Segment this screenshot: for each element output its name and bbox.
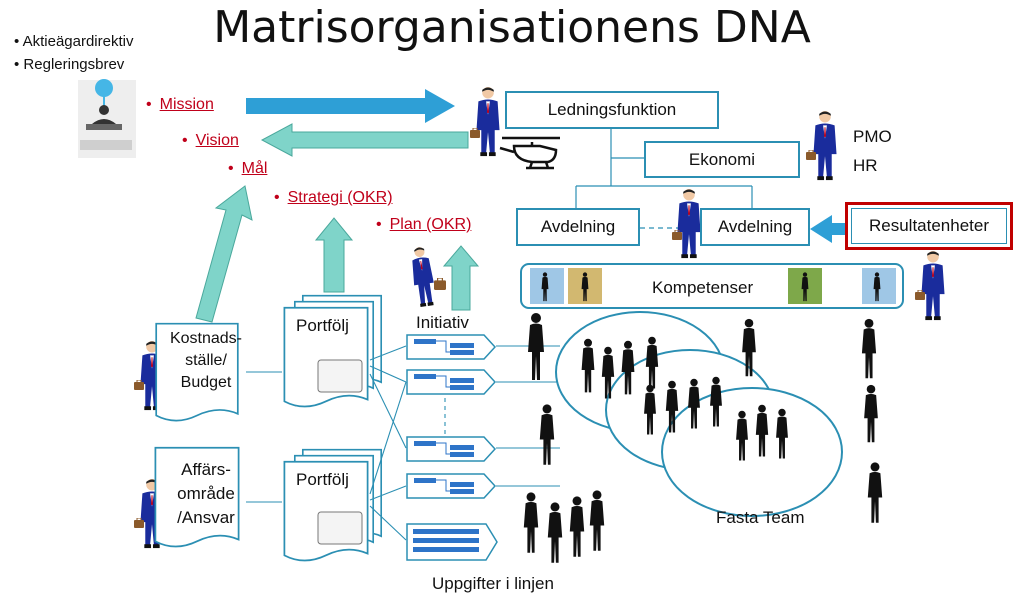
running-person-icon: [408, 245, 446, 308]
kostnad-line-2: ställe/: [185, 352, 227, 369]
portfolj-doc-stack-2: [283, 448, 383, 562]
team-ellipses: [555, 311, 843, 517]
top-bullet-1: • Aktieägardirektiv: [14, 33, 133, 50]
top-bullet-2-label: Regleringsbrev: [23, 56, 125, 73]
pmo-label: PMO: [853, 127, 892, 146]
box-ekonomi: Ekonomi: [644, 141, 800, 178]
worker-photo-icon: [530, 268, 896, 304]
box-resultatenheter: Resultatenheter: [845, 202, 1013, 250]
strategy-item-strategi: •Strategi (OKR): [274, 189, 393, 206]
affar-line-2: område: [177, 484, 235, 503]
initiative-flow-1: [406, 334, 496, 360]
resultat-person-icon: [915, 250, 945, 321]
resultat-inner: Resultatenheter: [851, 208, 1007, 244]
initiative-flow-2: [406, 369, 496, 395]
top-bullet-2: • Regleringsbrev: [14, 56, 124, 73]
portfolj-label-1: Portfölj: [296, 316, 349, 335]
avdelning-person-icon: [672, 188, 701, 259]
speaker-podium-icon: [78, 79, 136, 158]
pmo-person-icon: [806, 110, 837, 181]
box-avdelning-left: Avdelning: [516, 208, 640, 246]
kostnad-label: Kostnads- ställe/ Budget: [168, 328, 244, 394]
portfolj-doc-stack-1: [283, 294, 383, 408]
initiative-flow-4: [406, 473, 496, 499]
uppgifter-label: Uppgifter i linjen: [432, 574, 554, 593]
helicopter-icon: [499, 136, 560, 170]
initiative-flow-3: [406, 436, 496, 462]
strategy-item-mal: •Mål: [228, 160, 268, 177]
initiativ-label: Initiativ: [416, 313, 469, 332]
affar-line-1: Affärs-: [181, 460, 231, 479]
mission-arrow: [246, 89, 455, 123]
strategy-item-mission: •Mission: [146, 96, 214, 113]
manager-person-icon: [470, 86, 500, 157]
kompetenser-label: Kompetenser: [652, 278, 754, 297]
affar-line-3: /Ansvar: [177, 508, 235, 527]
hr-label: HR: [853, 156, 878, 175]
box-ledningsfunktion: Ledningsfunktion: [505, 91, 719, 129]
strategy-item-plan: •Plan (OKR): [376, 216, 472, 233]
bullet-dot-icon: •: [14, 33, 23, 50]
vision-arrow: [260, 123, 469, 157]
kostnad-line-1: Kostnads-: [169, 330, 243, 347]
up-arrow-plan: [442, 245, 480, 311]
up-arrow-strategi: [314, 217, 354, 293]
portfolj-label-2: Portfölj: [296, 470, 349, 489]
strategy-item-vision: •Vision: [182, 132, 239, 149]
top-bullet-1-label: Aktieägardirektiv: [22, 33, 134, 50]
kostnad-line-3: Budget: [180, 374, 232, 391]
box-avdelning-right: Avdelning: [700, 208, 810, 246]
page-title: Matrisorganisationens DNA: [213, 2, 811, 53]
resultat-arrow: [810, 215, 848, 243]
affar-label: Affärs- område /Ansvar: [168, 458, 244, 530]
tasks-flow: [406, 523, 498, 561]
fasta-team-label: Fasta Team: [716, 508, 805, 527]
up-arrow-mal: [195, 185, 253, 323]
bullet-dot-icon: •: [14, 56, 24, 73]
